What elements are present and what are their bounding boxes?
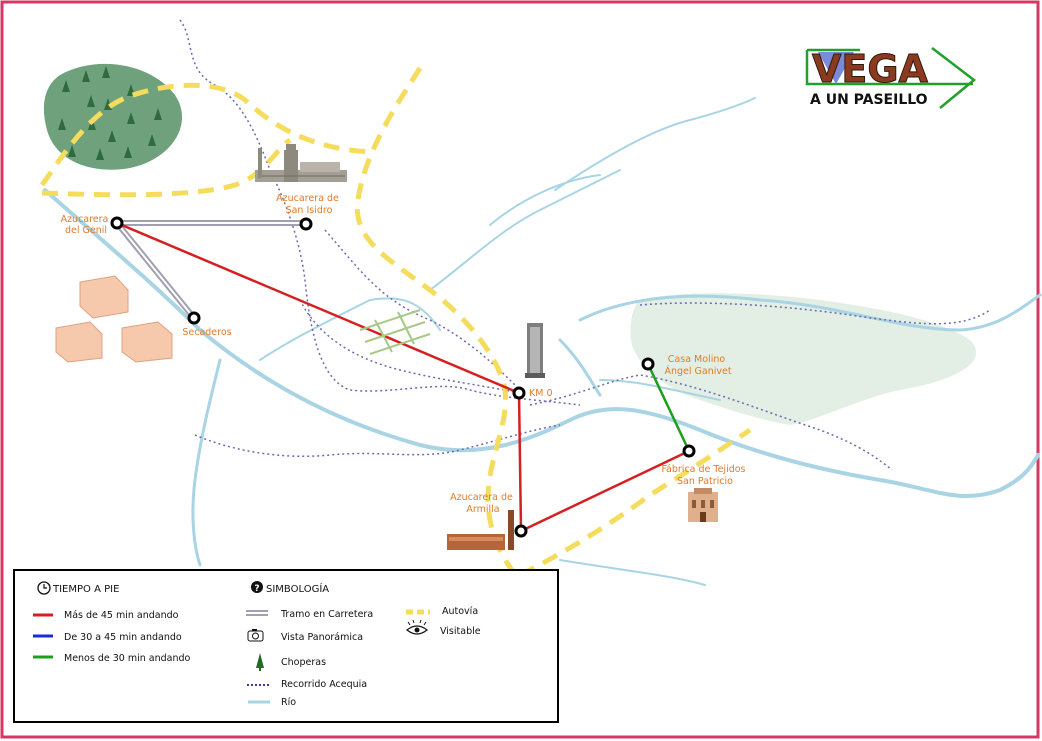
vega-logo: VEGA A UN PASEILLO xyxy=(805,47,977,109)
legend-river: Río xyxy=(281,697,296,708)
walking-routes xyxy=(116,221,691,533)
route-armilla-fabrica xyxy=(520,449,690,533)
irrigation-ditches xyxy=(179,19,991,471)
marker-casa-molino[interactable] xyxy=(641,357,655,371)
question-icon: ? xyxy=(251,581,263,594)
svg-text:?: ? xyxy=(254,584,259,594)
legend-poplars: Choperas xyxy=(281,657,326,668)
san-isidro-building xyxy=(255,144,347,182)
label-azucarera-genil: Azucarera del Genil xyxy=(61,214,112,236)
marker-fabrica[interactable] xyxy=(682,444,696,458)
legend-time-medium: De 30 a 45 min andando xyxy=(64,632,182,643)
rivers xyxy=(43,97,1042,586)
legend-time-long: Más de 45 min andando xyxy=(64,610,179,621)
logo-subtitle: A UN PASEILLO xyxy=(810,92,928,108)
logo-word: VEGA xyxy=(812,47,929,91)
marker-secaderos[interactable] xyxy=(187,311,201,325)
highways xyxy=(39,66,752,578)
route-genil-km0 xyxy=(116,221,520,395)
fabrica-building xyxy=(688,488,718,522)
marker-km0[interactable] xyxy=(512,386,526,400)
legend-road: Tramo en Carretera xyxy=(280,609,373,620)
legend-time-heading: TIEMPO A PIE xyxy=(52,584,119,595)
camera-icon xyxy=(247,629,264,642)
marker-armilla[interactable] xyxy=(514,524,528,538)
legend-highway: Autovía xyxy=(442,606,478,617)
clock-icon xyxy=(37,581,51,595)
label-armilla: Azucarera de Armilla xyxy=(450,492,516,515)
eye-icon xyxy=(406,619,428,635)
label-san-isidro: Azucarera de San Isidro xyxy=(276,193,342,216)
legend-time-short: Menos de 30 min andando xyxy=(64,653,191,664)
river-genil xyxy=(43,188,1040,498)
label-casa-molino: Casa Molino Ángel Ganivet xyxy=(664,354,731,377)
route-km0-armilla xyxy=(517,392,523,532)
road-segments xyxy=(114,220,306,320)
legend-symbols-heading: SIMBOLOGÍA xyxy=(266,582,329,595)
tree-icon xyxy=(256,653,264,671)
marker-san-isidro[interactable] xyxy=(299,217,313,231)
label-fabrica: Fábrica de Tejidos San Patricio xyxy=(661,464,748,487)
apartment-blocks xyxy=(55,275,173,363)
lake-area xyxy=(630,293,977,425)
armilla-factory xyxy=(447,510,514,550)
stop-markers[interactable] xyxy=(110,216,696,538)
km0-monument xyxy=(525,323,545,378)
legend-visitable: Visitable xyxy=(440,626,481,637)
legend-view: Vista Panorámica xyxy=(281,632,363,643)
fields-icon xyxy=(359,309,431,355)
label-secaderos: Secaderos xyxy=(182,327,231,338)
marker-azucarera-genil[interactable] xyxy=(110,216,124,230)
route-molino-fabrica xyxy=(646,363,691,452)
legend-ditch: Recorrido Acequia xyxy=(281,679,367,690)
label-km0: KM 0 xyxy=(529,388,553,399)
legend-box: TIEMPO A PIE ? SIMBOLOGÍA Más de 45 min … xyxy=(13,569,559,723)
